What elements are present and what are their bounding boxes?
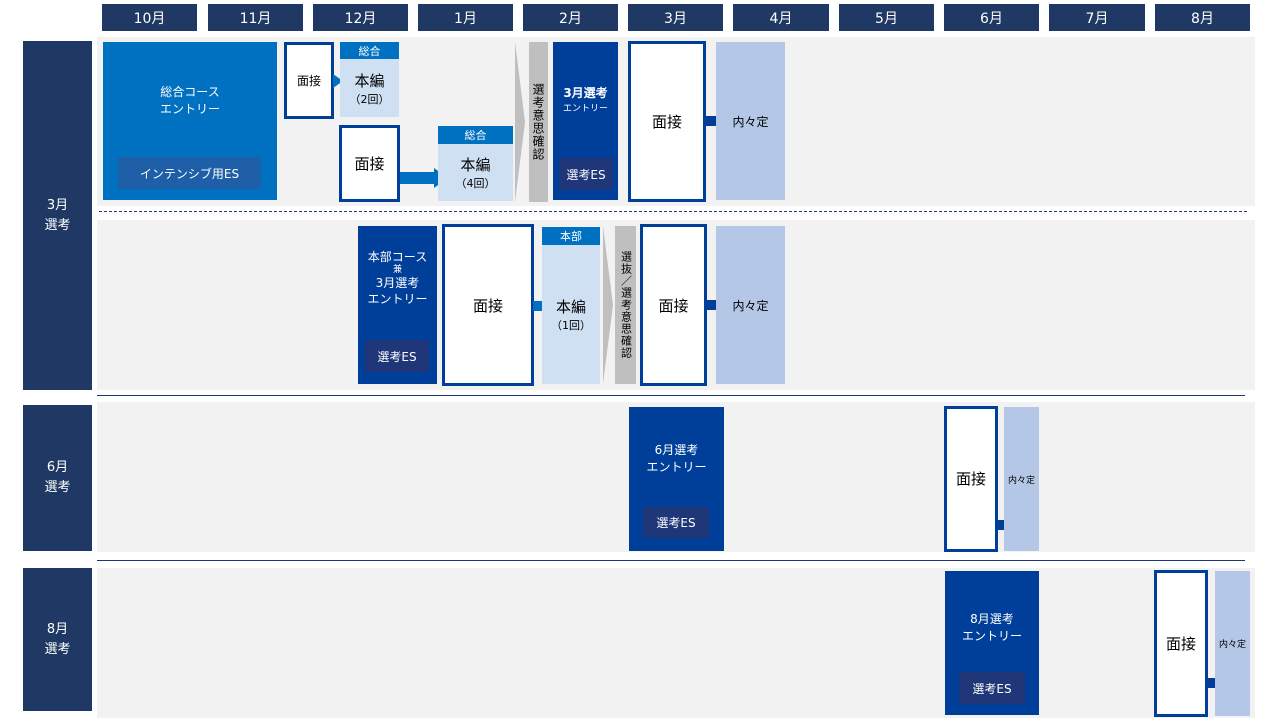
intensive-es: インテンシブ用ES [118, 157, 261, 189]
row-label-june: 6月 選考 [23, 405, 92, 551]
interview-box: 面接 [944, 406, 998, 552]
month-header-jun: 6月 [944, 4, 1039, 31]
row-label-line2: 選考 [44, 641, 71, 657]
main-session-label: 本編 [354, 71, 385, 90]
entry-line1: 8月選考 [970, 612, 1014, 626]
entry-line2: エントリー [646, 460, 707, 474]
month-header-oct: 10月 [102, 4, 197, 31]
row-label-line2: 選考 [44, 217, 71, 233]
interview-box: 面接 [640, 224, 707, 386]
offer-box: 内々定 [1004, 407, 1039, 551]
row-label-line1: 6月 [46, 460, 69, 475]
interview-box: 面接 [284, 42, 334, 119]
entry-line2: エントリー [159, 102, 220, 116]
month-header-apr: 4月 [733, 4, 829, 31]
main-session-4: 本編 （4回） [438, 144, 513, 201]
selection-es: 選考ES [959, 672, 1025, 704]
general-header: 総合 [438, 126, 513, 144]
month-header-feb: 2月 [523, 4, 618, 31]
hq-header: 本部 [542, 227, 600, 245]
main-session-label: 本編 [460, 156, 491, 174]
entry-line2: 兼 [392, 264, 402, 275]
month-header-dec: 12月 [313, 4, 408, 31]
selection-es: 選考ES [365, 340, 429, 372]
chevron-right-icon [603, 226, 613, 384]
month-header-jan: 1月 [418, 4, 513, 31]
month-header-jul: 7月 [1049, 4, 1145, 31]
chevron-right-icon [515, 42, 525, 202]
entry-line1: 3月選考 [563, 85, 608, 100]
offer-box: 内々定 [716, 42, 785, 200]
row-label-line2: 選考 [44, 480, 71, 495]
interview-box: 面接 [339, 125, 400, 202]
month-header-aug: 8月 [1155, 4, 1250, 31]
arrow-bar [400, 172, 435, 184]
interview-box: 面接 [1154, 570, 1208, 717]
main-session-count: （2回） [349, 92, 390, 106]
entry-line1: 本部コース [367, 249, 428, 264]
entry-line1: 総合コース [160, 85, 220, 99]
divider-solid-1 [97, 395, 1245, 396]
divider-solid-2 [97, 560, 1245, 561]
offer-box: 内々定 [716, 226, 785, 384]
entry-line1: 6月選考 [654, 443, 699, 457]
selection-es: 選考ES [643, 507, 709, 538]
selection-intent-confirm: 選抜／選考意思確認 [615, 226, 636, 384]
main-session-count: （4回） [455, 177, 496, 190]
entry-line4: エントリー [367, 291, 428, 306]
row-label-line1: 3月 [46, 197, 69, 213]
month-header-nov: 11月 [208, 4, 303, 31]
general-header: 総合 [340, 42, 399, 59]
main-session-2: 本編 （2回） [340, 59, 399, 117]
month-header-may: 5月 [839, 4, 934, 31]
offer-box: 内々定 [1215, 571, 1250, 716]
selection-intent-confirm: 選考意思確認 [529, 42, 548, 202]
row-label-line1: 8月 [46, 621, 69, 637]
entry-line2: エントリー [961, 629, 1022, 643]
entry-line3: 3月選考 [375, 275, 420, 290]
band-august [97, 568, 1255, 718]
month-header-mar: 3月 [628, 4, 723, 31]
selection-es: 選考ES [559, 158, 613, 190]
entry-line2: エントリー [562, 103, 608, 114]
main-session-count: （1回） [551, 319, 591, 332]
row-label-march: 3月 選考 [23, 41, 92, 390]
row-label-august: 8月 選考 [23, 568, 92, 711]
main-session-1: 本編 （1回） [542, 245, 600, 384]
interview-box: 面接 [628, 41, 706, 202]
main-session-label: 本編 [555, 298, 586, 316]
divider-dashed [99, 211, 1247, 212]
interview-box: 面接 [442, 224, 534, 386]
arrow-right-icon [333, 74, 343, 88]
